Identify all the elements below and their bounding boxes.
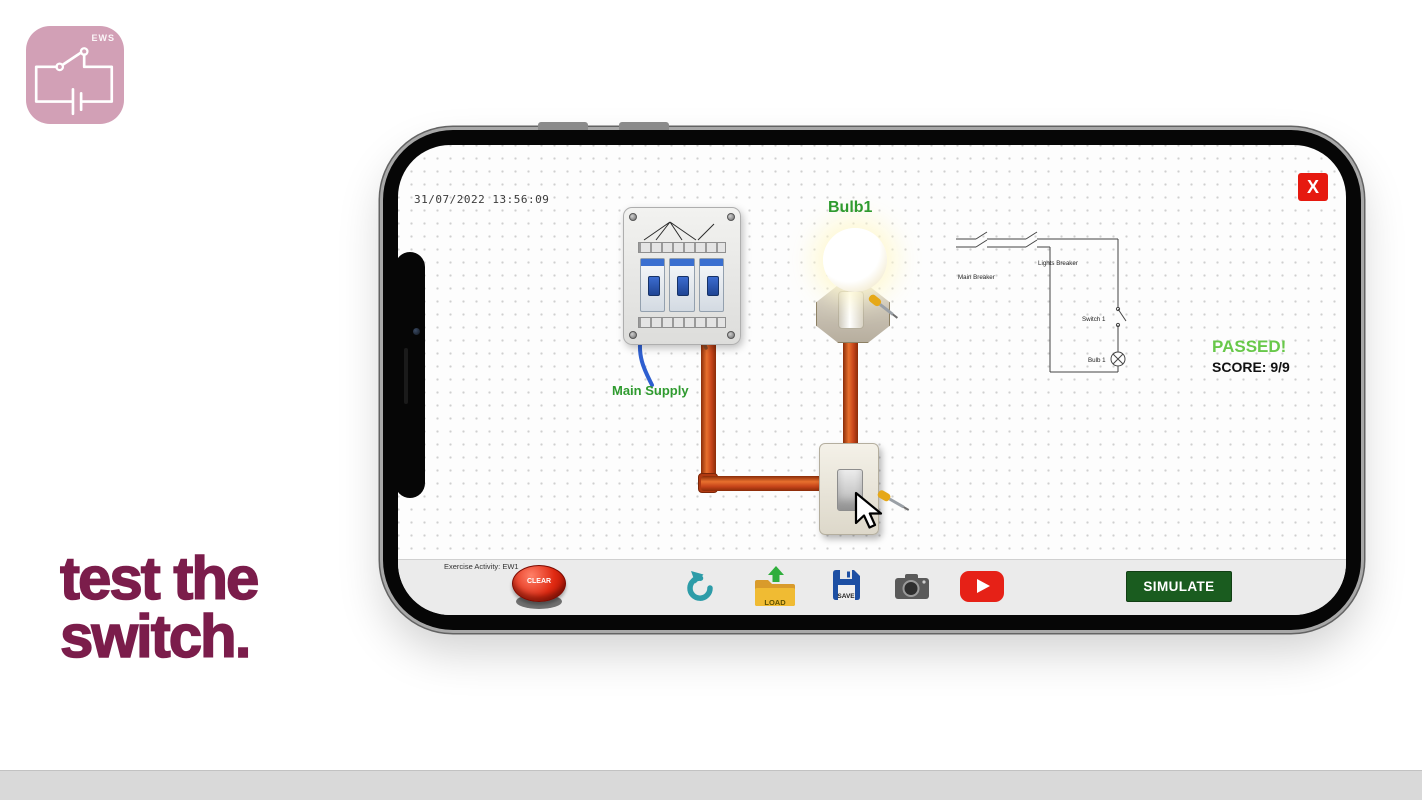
youtube-button[interactable] — [960, 571, 1004, 602]
panel-wiring — [643, 221, 715, 241]
result-status: PASSED! — [1212, 337, 1287, 356]
app-logo-label: EWS — [91, 33, 115, 43]
main-supply-label: Main Supply — [612, 383, 689, 398]
conduit-vertical-bulb — [843, 337, 858, 449]
screwdriver-icon — [868, 294, 899, 319]
schematic-bulb-label: Bulb 1 — [1088, 357, 1106, 364]
front-camera — [413, 328, 420, 335]
clear-button-label: CLEAR — [526, 578, 552, 585]
result-score: SCORE: 9/9 — [1212, 359, 1290, 375]
screw — [629, 331, 637, 339]
app-screen: 31/07/2022 13:56:09 X — [398, 145, 1346, 615]
breaker-toggle[interactable] — [648, 276, 660, 296]
simulate-button[interactable]: SIMULATE — [1126, 571, 1232, 602]
save-button-label: SAVE — [837, 593, 855, 600]
screwdriver-icon — [877, 490, 910, 511]
schematic-switch-label: Switch 1 — [1082, 316, 1106, 323]
clear-button[interactable]: CLEAR — [512, 565, 566, 611]
circuit-schematic: Main Breaker Lights Breaker Switch 1 Bul… — [956, 231, 1127, 373]
camera-notch — [395, 252, 425, 498]
screw — [727, 331, 735, 339]
bulb[interactable] — [823, 228, 887, 292]
undo-button[interactable] — [684, 569, 718, 606]
circuit-breaker[interactable] — [669, 258, 695, 312]
breaker-panel[interactable] — [623, 207, 741, 345]
close-button[interactable]: X — [1298, 173, 1328, 201]
terminal-strip — [638, 242, 726, 253]
undo-icon — [687, 571, 713, 601]
camera-icon — [895, 574, 929, 599]
load-button-label: LOAD — [764, 598, 786, 607]
play-icon — [977, 579, 990, 593]
breaker-toggle[interactable] — [706, 276, 719, 296]
speaker-icon — [404, 348, 408, 404]
circuit-breaker[interactable] — [698, 258, 724, 312]
tagline-line-2: switch. — [59, 602, 252, 670]
volume-button — [538, 122, 588, 130]
conduit-horizontal — [701, 476, 831, 491]
conduit-vertical-supply — [701, 341, 716, 491]
schematic-main-breaker-label: Main Breaker — [958, 274, 995, 281]
load-folder-icon — [755, 565, 795, 606]
load-button[interactable]: LOAD — [752, 565, 798, 611]
circuit-breaker[interactable] — [640, 258, 666, 312]
tagline: test the switch. — [59, 545, 260, 670]
terminal-strip — [638, 317, 726, 328]
bulb-label: Bulb1 — [828, 199, 873, 216]
exercise-activity-label: Exercise Activity: EW1 — [444, 562, 519, 571]
screenshot-button[interactable] — [894, 573, 930, 604]
bulb-holder — [838, 291, 864, 329]
screw — [629, 213, 637, 221]
save-button[interactable]: SAVE — [830, 563, 862, 609]
volume-button — [619, 122, 669, 130]
timestamp: 31/07/2022 13:56:09 — [414, 193, 550, 206]
save-floppy-icon — [833, 569, 860, 600]
mouse-cursor-icon — [854, 491, 883, 529]
tagline-line-1: test the — [59, 545, 260, 612]
switch-circuit-icon — [34, 47, 114, 116]
breaker-row — [640, 258, 724, 312]
breaker-toggle[interactable] — [677, 276, 690, 296]
schematic-lights-breaker-label: Lights Breaker — [1038, 260, 1078, 267]
screw — [727, 213, 735, 221]
bottom-progress-track — [0, 770, 1422, 800]
toolbar: Exercise Activity: EW1 CLEAR LOAD — [398, 559, 1346, 615]
phone-mockup: 31/07/2022 13:56:09 X — [383, 122, 1361, 630]
clear-button-cap — [512, 565, 566, 602]
app-logo: EWS — [26, 26, 124, 124]
